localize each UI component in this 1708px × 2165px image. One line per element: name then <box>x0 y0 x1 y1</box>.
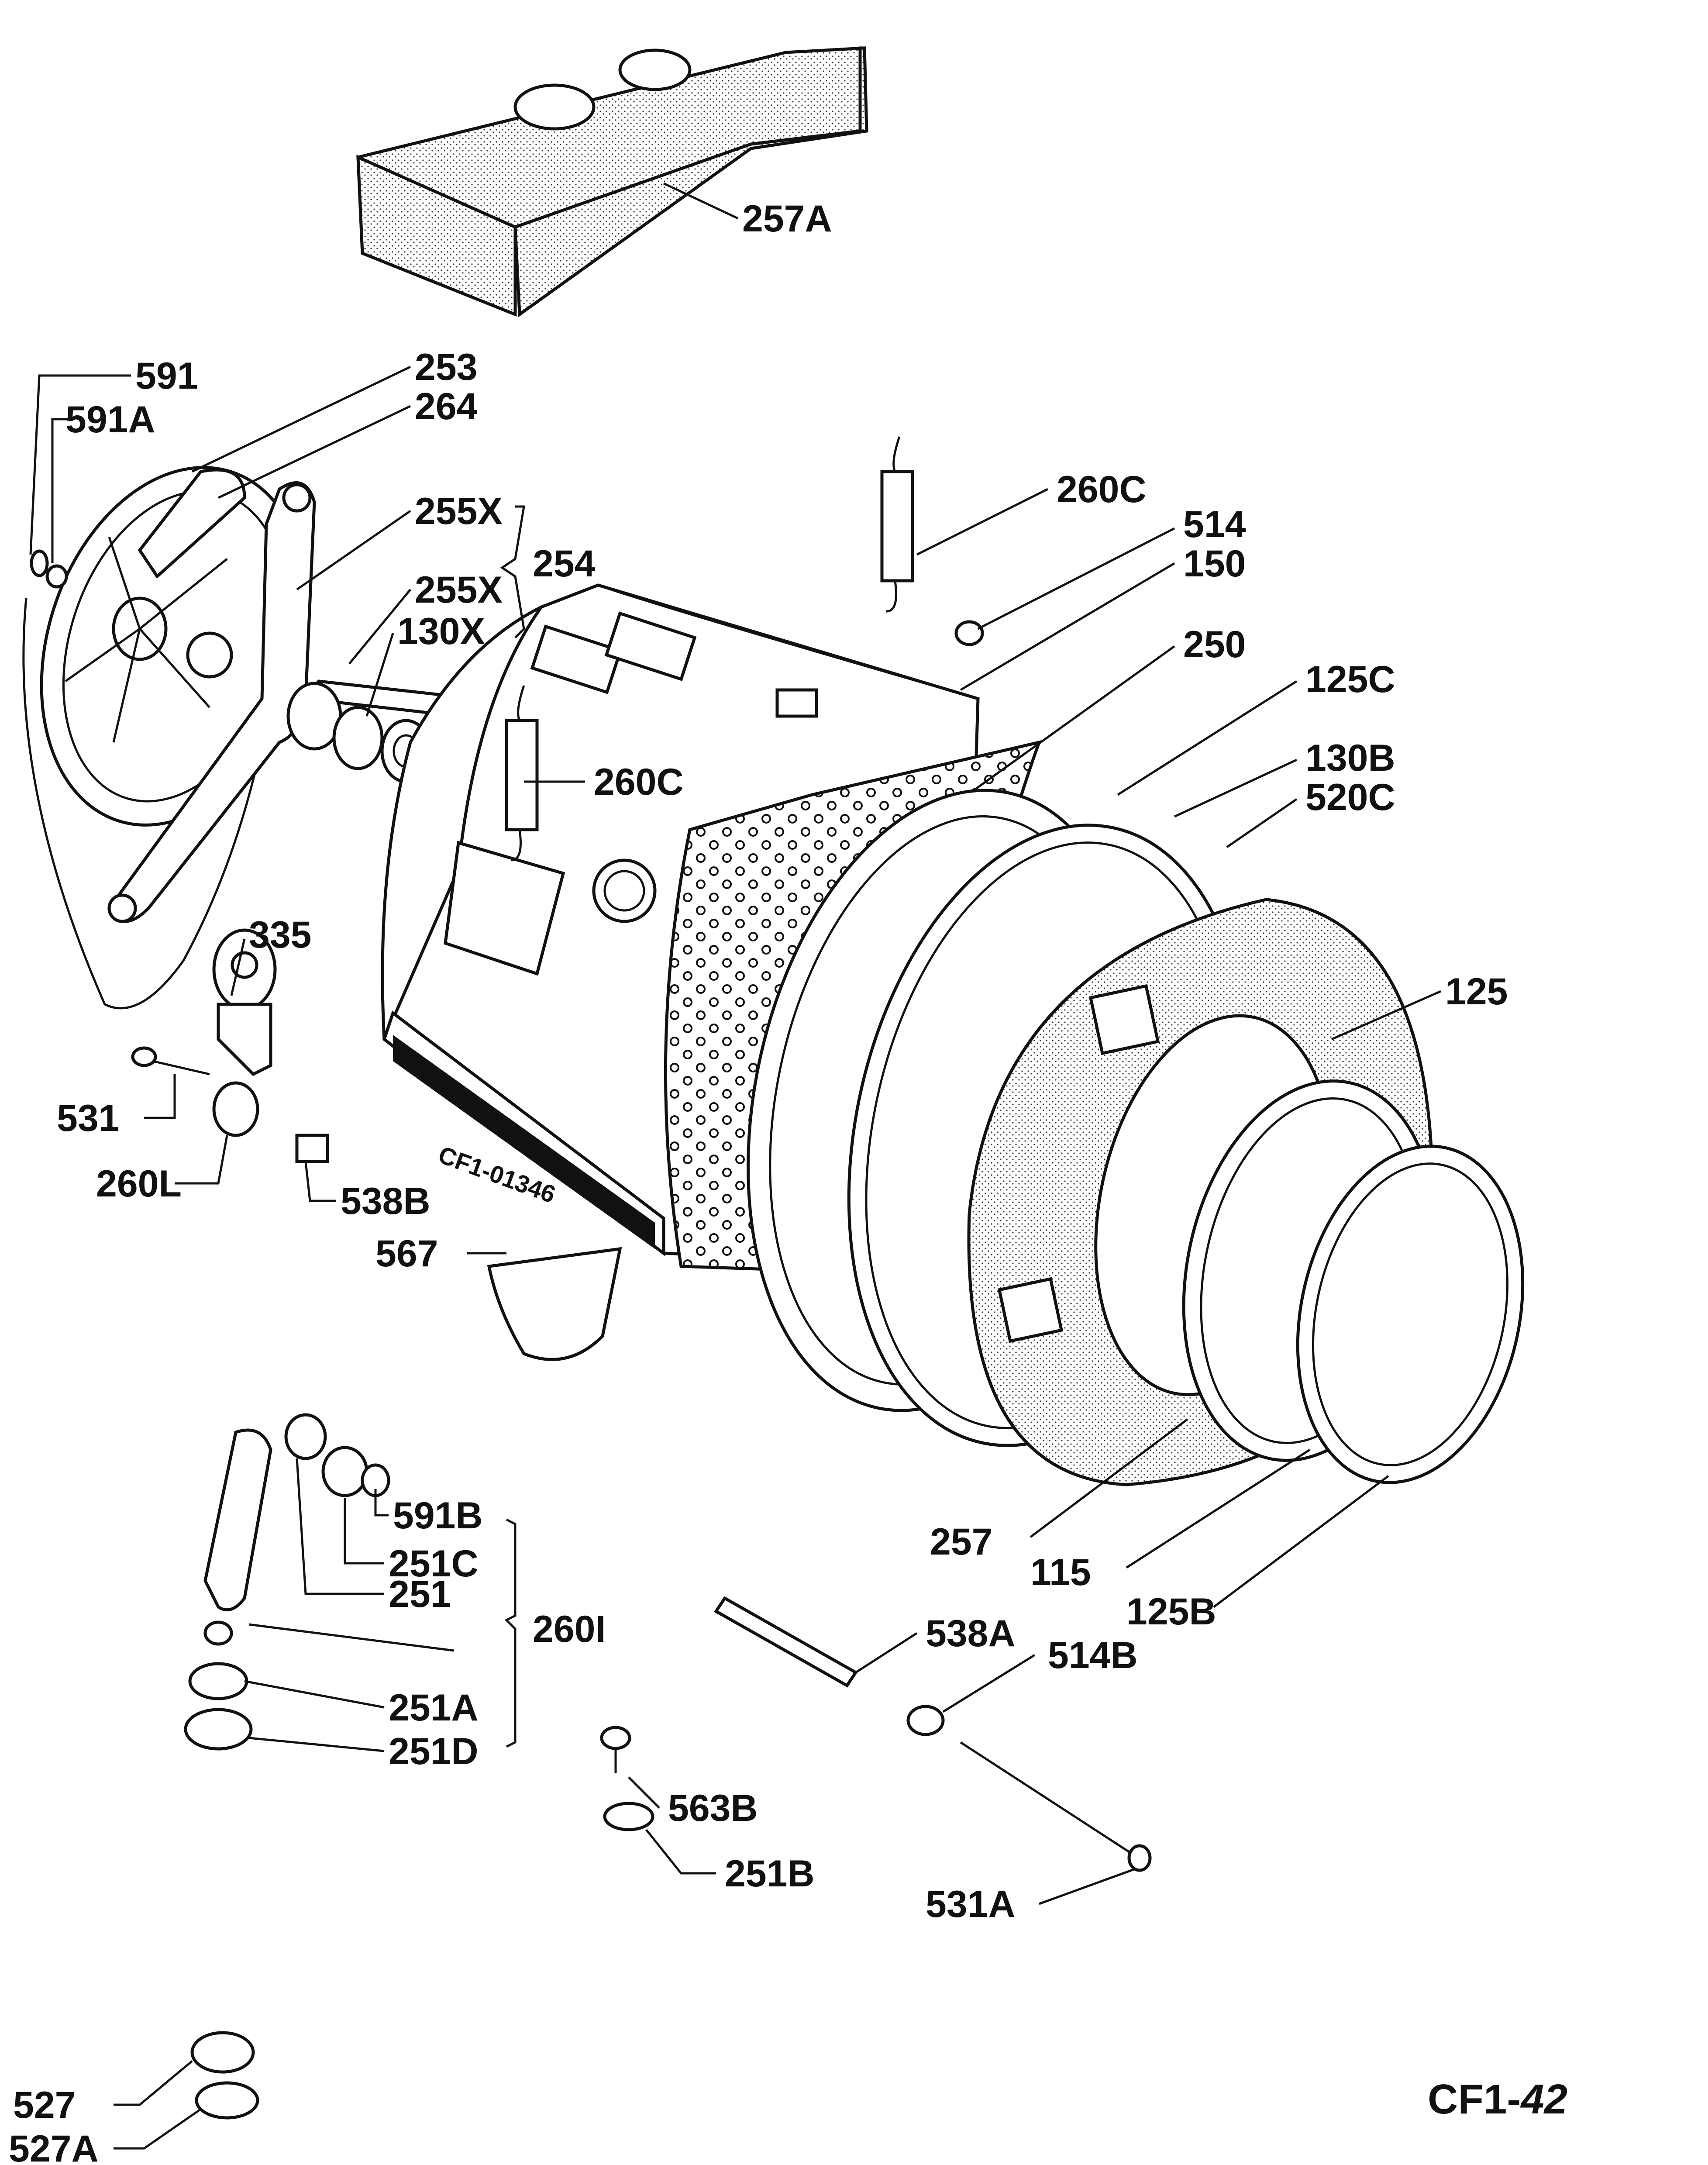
spring-260l <box>212 1081 259 1137</box>
label-125b: 125B <box>1126 1591 1216 1633</box>
label-527a: 527A <box>9 2128 99 2165</box>
label-531a: 531A <box>926 1883 1016 1925</box>
rod-538a <box>714 1596 858 1688</box>
suspension-spring-left <box>505 685 539 862</box>
label-251: 251 <box>389 1573 451 1615</box>
label-150: 150 <box>1183 543 1246 585</box>
label-527: 527 <box>13 2084 76 2126</box>
label-115: 115 <box>1030 1551 1091 1593</box>
bolt-531a <box>960 1741 1152 1872</box>
part-labels: 257A 591 591A 253 264 255X 254 255X 130X… <box>9 198 1508 2165</box>
label-255x-lower: 255X <box>415 569 503 611</box>
damper-parts <box>184 1413 390 1751</box>
label-538b: 538B <box>341 1180 430 1222</box>
leader-lines <box>29 182 1442 2150</box>
suspension-spring-top <box>880 436 914 613</box>
drawing-code: CF1-42 <box>1428 2076 1567 2123</box>
bolt-531 <box>131 1046 210 1076</box>
label-538a: 538A <box>926 1613 1016 1655</box>
label-255x-upper: 255X <box>415 490 503 532</box>
label-335: 335 <box>249 914 312 956</box>
drive-belt <box>22 598 263 1010</box>
damper-arm <box>203 1428 272 1612</box>
counterweight-top <box>356 46 868 317</box>
label-251b: 251B <box>725 1853 815 1895</box>
label-260i: 260I <box>533 1608 606 1650</box>
label-253: 253 <box>415 346 478 388</box>
label-514b: 514B <box>1048 1634 1138 1676</box>
bracket-567 <box>487 1247 622 1361</box>
drawing-code-prefix: CF1- <box>1428 2076 1521 2123</box>
label-531: 531 <box>57 1097 120 1139</box>
nut-514 <box>954 620 984 646</box>
label-514: 514 <box>1183 503 1246 545</box>
label-260c-lower: 260C <box>594 761 684 803</box>
label-264: 264 <box>415 386 478 427</box>
label-260c-upper: 260C <box>1057 469 1147 510</box>
label-591: 591 <box>135 355 198 397</box>
label-251a: 251A <box>389 1687 479 1729</box>
foot-527 <box>190 2031 259 2120</box>
label-130b: 130B <box>1305 737 1395 779</box>
pin-and-washer <box>30 549 68 589</box>
latch-335 <box>212 928 277 1076</box>
label-591b: 591B <box>393 1495 483 1537</box>
label-251d: 251D <box>389 1731 479 1772</box>
label-254: 254 <box>533 543 596 585</box>
clip-538b <box>295 1134 329 1163</box>
label-250: 250 <box>1183 624 1246 665</box>
label-257: 257 <box>930 1521 993 1563</box>
screw-563b <box>600 1726 631 1773</box>
washer-251b <box>603 1802 654 1831</box>
label-591a: 591A <box>65 399 155 441</box>
label-257a: 257A <box>742 198 832 240</box>
drawing-code-number: 42 <box>1520 2076 1567 2123</box>
label-251c: 251C <box>389 1543 479 1585</box>
label-520c: 520C <box>1305 776 1395 818</box>
label-130x: 130X <box>397 610 485 652</box>
label-563b: 563B <box>668 1787 758 1829</box>
label-125: 125 <box>1445 971 1508 1013</box>
label-260l: 260L <box>96 1163 182 1205</box>
seal-clamp-ring <box>1296 1145 1525 1484</box>
label-125c: 125C <box>1305 658 1395 700</box>
nut-514b <box>906 1705 945 1736</box>
label-567: 567 <box>375 1233 438 1275</box>
